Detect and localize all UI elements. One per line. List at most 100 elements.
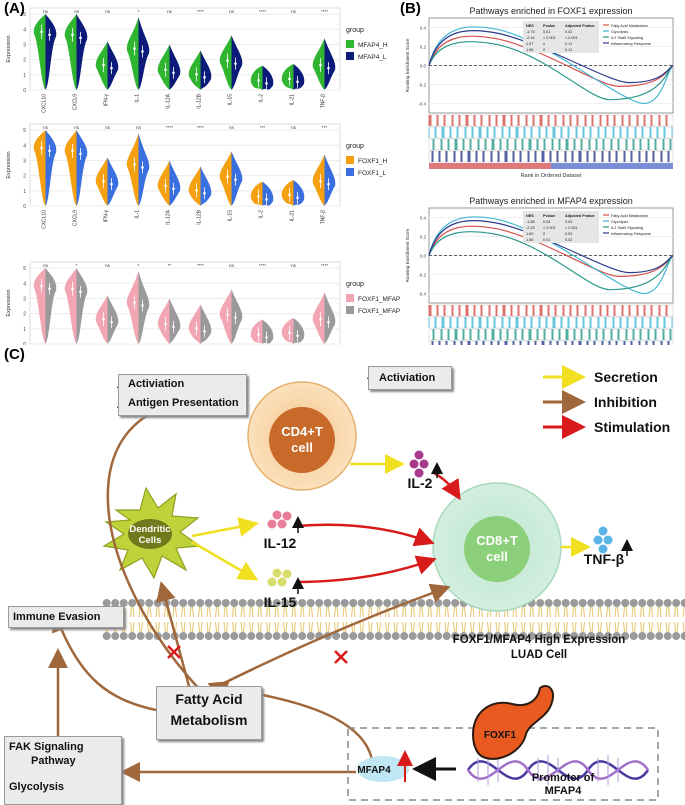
significance-label: ns (105, 263, 111, 268)
violin-half-high (157, 160, 170, 206)
lipid-head (298, 632, 307, 640)
lipid-tail (625, 606, 628, 618)
lipid-tail (351, 606, 353, 618)
lipid-head (281, 632, 290, 640)
violin-half-low (76, 268, 88, 344)
lipid-tail (217, 621, 220, 633)
lipid-head (349, 599, 358, 607)
dc-status-box: Activiation Antigen Presentation (118, 374, 247, 416)
mean-point (195, 72, 198, 76)
y-tick-label: 1 (23, 73, 26, 79)
lipid-tail (266, 606, 268, 618)
lipid-tail (651, 606, 653, 618)
lipid-tail (124, 606, 126, 618)
lipid-tail (300, 606, 302, 618)
lipid-tail (614, 621, 617, 633)
cd8-nucleus (464, 516, 530, 582)
lipid-head (485, 632, 494, 640)
lipid-tail (192, 606, 194, 618)
lipid-tail (665, 621, 668, 633)
lipid-tail (455, 606, 458, 618)
mean-point (48, 149, 51, 153)
lipid-head (655, 632, 664, 640)
significance-label: ** (168, 263, 172, 268)
pathway-legend-label: Fatty Acid Metabolism (611, 24, 648, 28)
x-tick-label: CXCL10 (42, 210, 48, 229)
lipid-tail (319, 606, 322, 618)
lipid-tail (396, 606, 398, 618)
lipid-head (476, 632, 485, 640)
lipid-tail (580, 621, 583, 633)
lipid-tail (198, 621, 200, 633)
y-tick-label: 2 (23, 174, 26, 180)
lipid-head (646, 599, 655, 607)
mean-point (234, 178, 237, 181)
fam-text-2: Metabolism (170, 712, 248, 728)
violin-half-high (281, 64, 294, 90)
lipid-tail (676, 606, 679, 618)
lipid-tail (132, 606, 135, 618)
lipid-tail (308, 621, 311, 633)
violin-half-high (312, 154, 325, 206)
significance-label: ns (43, 125, 49, 130)
mean-point (265, 336, 268, 339)
lipid-head (570, 632, 579, 640)
lipid-tail (600, 621, 602, 633)
dc-label-1: Dendritic (129, 524, 170, 535)
lipid-tail (464, 606, 466, 618)
lipid-tail (455, 621, 458, 633)
lipid-tail (149, 606, 152, 618)
lipid-tail (589, 621, 591, 633)
lipid-head (468, 632, 477, 640)
table-cell: 0.02 (565, 30, 572, 34)
mean-point (133, 163, 136, 166)
fak-text-1: FAK Signaling (9, 741, 84, 753)
lipid-tail (495, 621, 498, 633)
table-cell: 0 (543, 232, 545, 236)
mean-point (164, 68, 167, 72)
lipid-tail (277, 621, 279, 633)
lipid-head (595, 599, 604, 607)
y-tick-label: 4 (23, 27, 26, 33)
violin-half-low (200, 304, 212, 344)
mean-point (327, 182, 330, 186)
x-tick-label: IL-2 (259, 94, 265, 103)
lipid-head (145, 599, 154, 607)
legend-label: FOXF1_H (358, 158, 388, 165)
lipid-tail (617, 621, 619, 633)
lipid-tail (555, 606, 557, 618)
table-header: Adjusted Pvalue (565, 24, 595, 28)
mfap4-label: MFAP4 (357, 765, 391, 776)
luad-label-2: LUAD Cell (511, 649, 567, 661)
mean-point (141, 304, 144, 307)
violin-panel-3: 012345ExpressionnsCXCL10*CXCL9nsIFN-γ*IL… (6, 261, 400, 345)
lipid-head (655, 599, 664, 607)
x-tick-label: TNF-β (321, 210, 327, 224)
violin-half-high (312, 38, 325, 90)
lipid-tail (232, 606, 234, 618)
lipid-head (170, 599, 179, 607)
lipid-tail (300, 621, 302, 633)
lipid-head (119, 599, 128, 607)
lipid-tail (387, 621, 390, 633)
lipid-head (306, 632, 315, 640)
gsea-panel-1: Pathways enriched in FOXF1 expression0.4… (405, 6, 674, 179)
lipid-tail (659, 606, 662, 618)
lipid-head (451, 632, 460, 640)
lipid-tail (642, 621, 645, 633)
lipid-tail (421, 621, 424, 633)
x-tick-label: IL-12B (197, 93, 203, 108)
lipid-tail (447, 621, 449, 633)
lipid-tail (583, 606, 585, 618)
legend-swatch (346, 156, 354, 164)
y-axis-label: Expression (6, 151, 12, 178)
lipid-tail (676, 621, 679, 633)
lipid-head (544, 599, 553, 607)
mean-point (110, 320, 113, 324)
legend-secretion: Secretion (594, 369, 658, 385)
lipid-tail (549, 606, 551, 618)
il2-molecules (409, 450, 429, 478)
lipid-tail (608, 606, 611, 618)
gsea-title: Pathways enriched in FOXF1 expression (469, 6, 632, 16)
violin-half-high (95, 295, 108, 344)
